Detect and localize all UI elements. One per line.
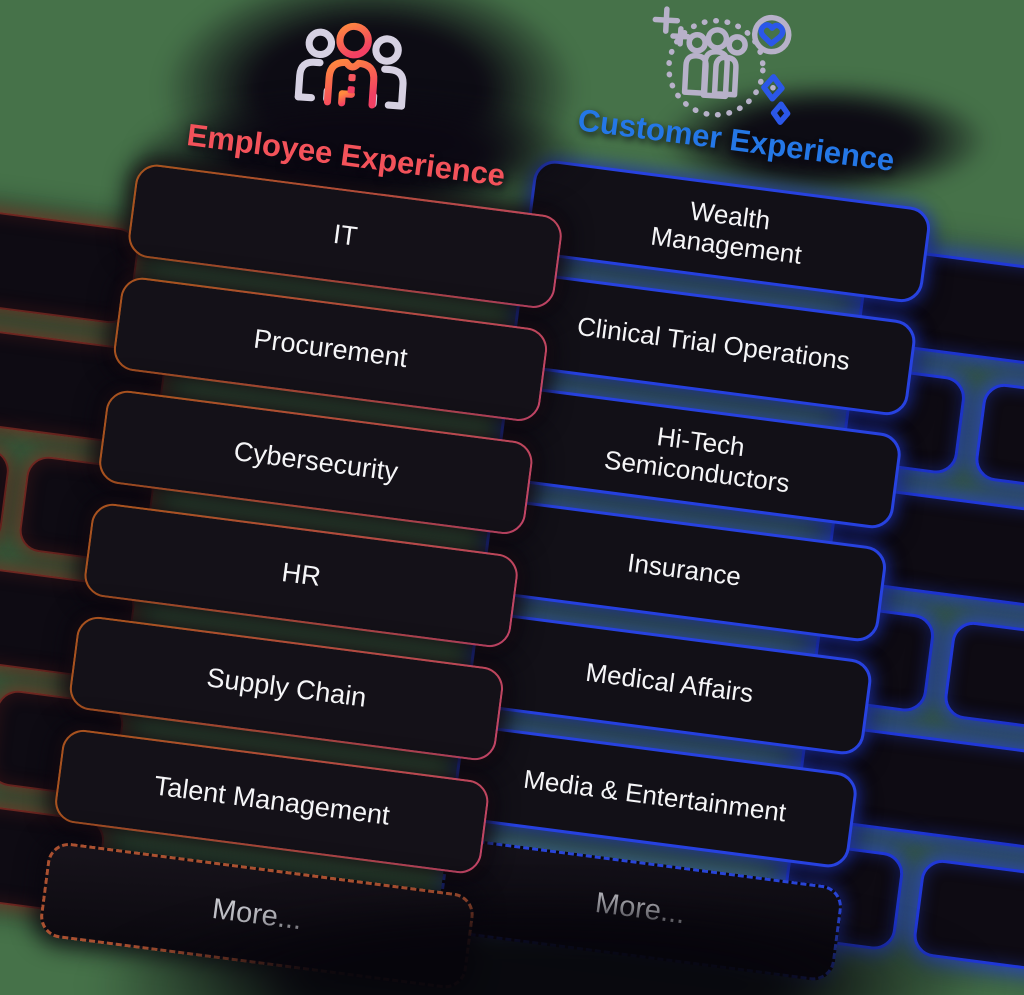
background-brick (0, 419, 12, 547)
employee-item-label: Cybersecurity (232, 436, 400, 488)
people-group-heart-sparkle-icon (652, 6, 792, 125)
employee-item-label: IT (331, 219, 360, 253)
customer-item-label: Wealth Management (649, 195, 804, 270)
employee-experience-icon-area (285, 16, 420, 127)
employee-item-list: IT Procurement Cybersecurity HR Supply C… (52, 162, 565, 876)
employee-item-label: Supply Chain (204, 662, 369, 714)
bottom-shadow-fade (90, 890, 990, 995)
employee-item-label: Talent Management (152, 770, 392, 832)
background-brick (941, 619, 1024, 753)
people-group-icon (294, 22, 407, 110)
employee-item-label: HR (279, 557, 323, 593)
customer-item-label: Clinical Trial Operations (575, 310, 852, 377)
employee-item-label: Procurement (251, 323, 410, 374)
shadow-blob (660, 80, 990, 200)
customer-item-label: Medical Affairs (584, 656, 756, 709)
customer-item-label: Insurance (625, 547, 743, 592)
background-brick (972, 381, 1024, 515)
customer-item-label: Hi-Tech Semiconductors (602, 421, 792, 499)
customer-experience-icon-area (639, 0, 801, 132)
customer-item-label: Media & Entertainment (521, 763, 788, 828)
